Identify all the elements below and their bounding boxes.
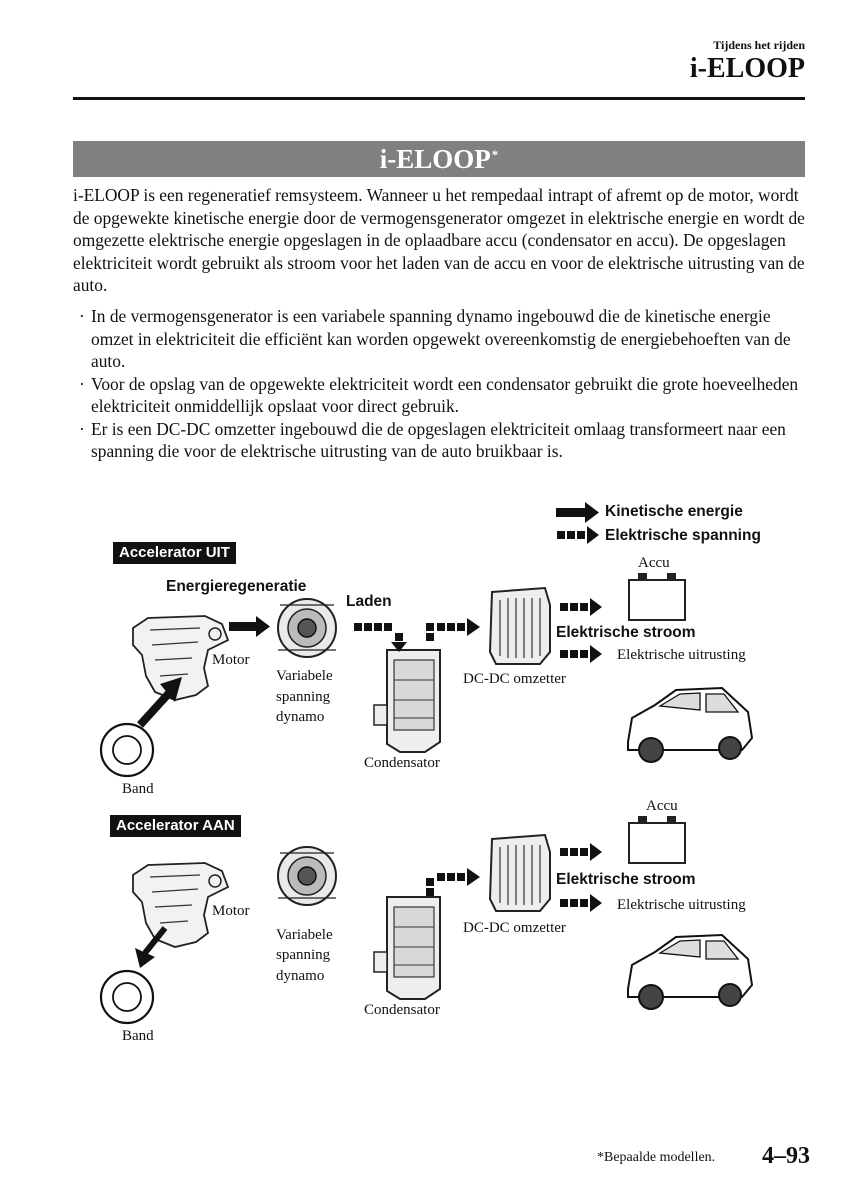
uitrusting-label: Elektrische uitrusting (617, 645, 746, 665)
dcdc-to-battery-arrow-icon (560, 843, 602, 861)
accu-label: Accu (646, 796, 678, 816)
dcdc-converter-icon (490, 835, 550, 911)
stroom-label: Elektrische stroom (556, 871, 696, 889)
battery-icon (629, 816, 685, 863)
charge-label: Laden (346, 593, 392, 611)
dcdc-to-battery-arrow-icon (560, 598, 602, 616)
dcdc-label: DC-DC omzetter (463, 918, 566, 938)
accelerator-off-tag: Accelerator UIT (113, 542, 236, 564)
dynamo-label-2: spanning (276, 945, 330, 965)
dynamo-label-3: dynamo (276, 707, 324, 727)
dcdc-to-equipment-arrow-icon (560, 645, 602, 663)
wheel-icon (101, 724, 153, 776)
wheel-icon (101, 971, 153, 1023)
condensator-to-dcdc-arrow-icon (426, 618, 480, 641)
dynamo-label-1: Variabele (276, 666, 333, 686)
condensator-label: Condensator (364, 753, 440, 773)
legend-kinetic-label: Kinetische energie (605, 503, 743, 521)
motor-label: Motor (212, 901, 250, 921)
battery-icon (629, 573, 685, 620)
condensator-label: Condensator (364, 1000, 440, 1020)
dcdc-converter-icon (490, 588, 550, 664)
uitrusting-label: Elektrische uitrusting (617, 895, 746, 915)
condensator-icon (374, 650, 440, 752)
engine-to-dynamo-arrow-icon (229, 616, 270, 637)
legend-kinetic-arrow-icon (556, 502, 599, 523)
dcdc-to-equipment-arrow-icon (560, 894, 602, 912)
legend-electric-label: Elektrische spanning (605, 527, 761, 545)
car-icon (628, 935, 752, 1009)
condensator-icon (374, 897, 440, 999)
dynamo-icon (278, 599, 336, 657)
wheel-to-engine-arrow-icon (140, 677, 182, 725)
dcdc-label: DC-DC omzetter (463, 669, 566, 689)
band-label: Band (122, 779, 154, 799)
stroom-label: Elektrische stroom (556, 624, 696, 642)
dynamo-label-2: spanning (276, 687, 330, 707)
car-icon (628, 688, 752, 762)
dynamo-label-1: Variabele (276, 925, 333, 945)
accu-label: Accu (638, 553, 670, 573)
motor-label: Motor (212, 650, 250, 670)
accelerator-on-tag: Accelerator AAN (110, 815, 241, 837)
legend-electric-arrow-icon (557, 526, 599, 544)
regen-label: Energieregeneratie (166, 578, 306, 596)
footnote: *Bepaalde modellen. (597, 1150, 715, 1166)
dynamo-icon (278, 847, 336, 905)
engine-to-wheel-arrow-icon (135, 928, 165, 968)
band-label: Band (122, 1026, 154, 1046)
dynamo-label-3: dynamo (276, 966, 324, 986)
page-number: 4–93 (762, 1143, 810, 1170)
condensator-to-dcdc-arrow-icon (426, 868, 480, 896)
dynamo-to-condensator-arrow-icon (354, 623, 407, 652)
